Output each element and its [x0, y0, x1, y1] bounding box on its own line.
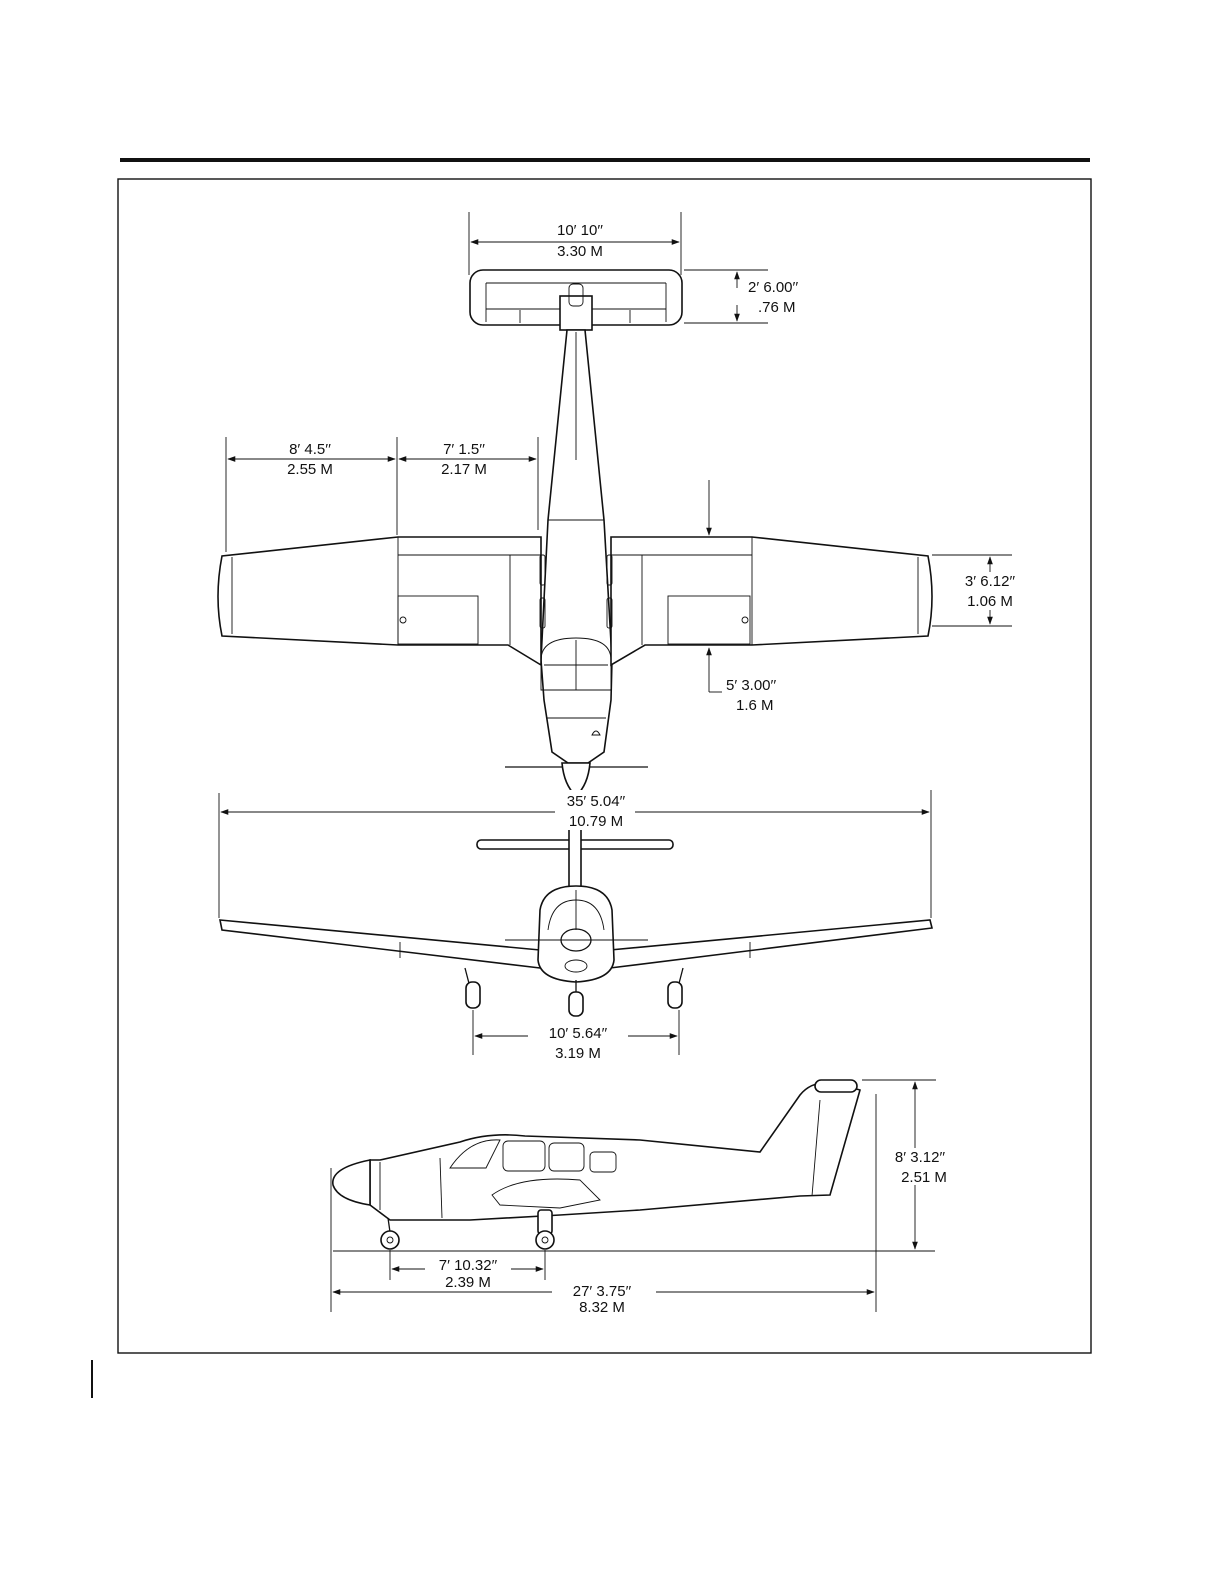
dim-outer-wing-panel-imperial: 8′ 4.5′′	[289, 441, 331, 458]
dim-stabilator-chord-metric: .76 M	[758, 299, 796, 316]
dim-wing-span-imperial: 35′ 5.04′′	[567, 793, 626, 810]
dim-wheel-base-imperial: 7′ 10.32′′	[439, 1257, 498, 1274]
dim-wing-tip-chord-metric: 1.06 M	[967, 593, 1013, 610]
dim-length-imperial: 27′ 3.75′′	[573, 1283, 632, 1300]
dim-length-metric: 8.32 M	[579, 1299, 625, 1316]
dim-stabilator-span: 10′ 10′′ 3.30 M	[469, 212, 681, 275]
dim-height: 8′ 3.12′′ 2.51 M	[862, 1080, 947, 1249]
dim-height-metric: 2.51 M	[901, 1169, 947, 1186]
top-view-fuselage	[541, 330, 612, 763]
dim-stabilator-chord-imperial: 2′ 6.00′′	[748, 279, 798, 296]
dim-inner-wing-panel-imperial: 7′ 1.5′′	[443, 441, 485, 458]
top-view-left-wing	[218, 537, 541, 665]
side-view-nose-gear	[381, 1218, 399, 1249]
dim-wheel-track-imperial: 10′ 5.64′′	[549, 1025, 608, 1042]
dim-wheel-track-metric: 3.19 M	[555, 1045, 601, 1062]
side-view-fuselage	[370, 1083, 860, 1221]
dim-inner-wing-panel: 7′ 1.5′′ 2.17 M	[399, 437, 538, 530]
dim-wing-root-chord-imperial: 5′ 3.00′′	[726, 677, 776, 694]
top-view-right-wing	[611, 537, 932, 665]
top-view-stabilator	[470, 270, 682, 330]
header-rule	[120, 158, 1090, 162]
dim-wing-tip-chord-imperial: 3′ 6.12′′	[965, 573, 1015, 590]
top-view	[218, 270, 932, 796]
dim-outer-wing-panel: 8′ 4.5′′ 2.55 M	[226, 437, 397, 552]
side-view	[333, 1080, 935, 1251]
dim-wheel-base: 7′ 10.32′′ 2.39 M	[390, 1250, 545, 1291]
dim-inner-wing-panel-metric: 2.17 M	[441, 461, 487, 478]
dim-stabilator-chord: 2′ 6.00′′ .76 M	[684, 270, 798, 323]
dim-wing-root-chord-metric: 1.6 M	[736, 697, 774, 714]
dim-stabilator-span-imperial: 10′ 10′′	[557, 222, 603, 239]
front-view	[220, 829, 932, 1016]
front-view-left-gear	[465, 968, 480, 1008]
dim-wing-span-metric: 10.79 M	[569, 813, 623, 830]
side-view-spinner	[333, 1160, 370, 1205]
dim-height-imperial: 8′ 3.12′′	[895, 1149, 945, 1166]
front-view-nose-gear	[569, 980, 583, 1016]
dim-outer-wing-panel-metric: 2.55 M	[287, 461, 333, 478]
side-view-main-gear	[536, 1210, 554, 1249]
dim-stabilator-span-metric: 3.30 M	[557, 243, 603, 260]
dim-wing-tip-chord: 3′ 6.12′′ 1.06 M	[932, 555, 1015, 626]
dim-wheel-base-metric: 2.39 M	[445, 1274, 491, 1291]
front-view-right-gear	[668, 968, 683, 1008]
dim-wheel-track: 10′ 5.64′′ 3.19 M	[473, 1010, 679, 1062]
